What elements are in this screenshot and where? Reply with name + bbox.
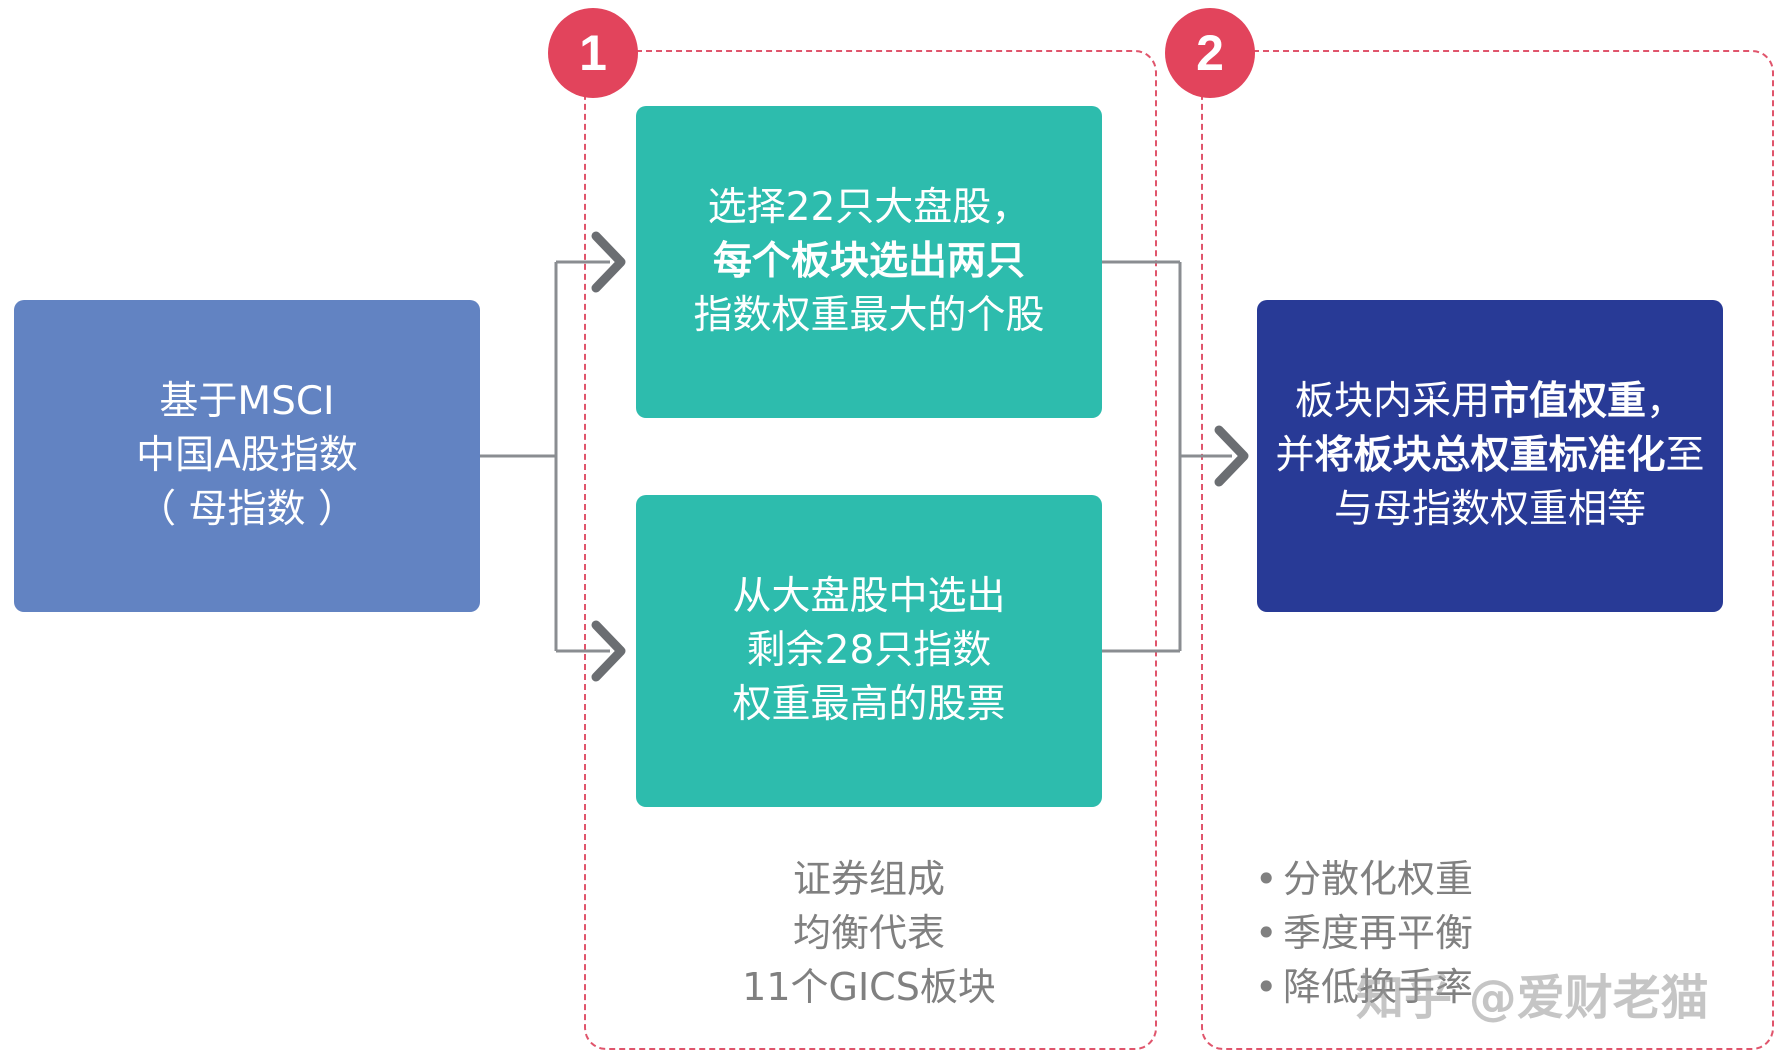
select-bottom-box: 从大盘股中选出 剩余28只指数 权重最高的股票 xyxy=(636,495,1102,807)
result-line-3: 与母指数权重相等 xyxy=(1333,487,1646,532)
select-top-line-1: 选择22只大盘股， xyxy=(707,185,1031,230)
bullet-icon: • xyxy=(1255,965,1278,1009)
source-line-3: （ 母指数 ） xyxy=(137,487,357,532)
step2-feature-list: •分散化权重 •季度再平衡 •降低换手率 xyxy=(1255,852,1473,1014)
feature-label: 分散化权重 xyxy=(1283,857,1474,901)
result-line-1-bold: 市值权重 xyxy=(1489,379,1646,424)
result-line-2-tail: 至 xyxy=(1665,433,1705,478)
feature-label: 季度再平衡 xyxy=(1283,911,1474,955)
source-index-box: 基于MSCI 中国A股指数 （ 母指数 ） xyxy=(14,300,480,612)
feature-item: •分散化权重 xyxy=(1255,852,1473,906)
step1-caption: 证券组成 均衡代表 11个GICS板块 xyxy=(636,852,1102,1014)
arrow-head-select-bottom xyxy=(591,620,626,682)
caption-line-2: 均衡代表 xyxy=(792,911,945,955)
caption-line-3: 11个GICS板块 xyxy=(742,965,996,1009)
result-line-2-bold: 将板块总权重标准化 xyxy=(1314,433,1666,478)
result-weighting-box: 板块内采用市值权重， 并将板块总权重标准化至 与母指数权重相等 xyxy=(1257,300,1723,612)
arrow-head-result xyxy=(1214,425,1249,487)
feature-item: •季度再平衡 xyxy=(1255,906,1473,960)
source-line-2: 中国A股指数 xyxy=(136,433,358,478)
select-top-box: 选择22只大盘股， 每个板块选出两只 指数权重最大的个股 xyxy=(636,106,1102,418)
feature-item: •降低换手率 xyxy=(1255,960,1473,1014)
result-line-2-plain: 并 xyxy=(1275,433,1315,478)
step1-badge: 1 xyxy=(548,8,638,98)
result-line-1-plain: 板块内采用 xyxy=(1294,379,1490,424)
select-bottom-line-2: 剩余28只指数 xyxy=(746,628,992,673)
select-bottom-line-3: 权重最高的股票 xyxy=(732,682,1006,727)
bullet-icon: • xyxy=(1255,911,1278,955)
select-top-line-3: 指数权重最大的个股 xyxy=(693,293,1045,338)
result-line-1: 板块内采用市值权重， xyxy=(1295,375,1685,429)
step2-group-frame xyxy=(1201,50,1774,1050)
select-bottom-line-1: 从大盘股中选出 xyxy=(732,574,1006,619)
result-line-1-tail: ， xyxy=(1646,379,1686,424)
feature-label: 降低换手率 xyxy=(1283,965,1474,1009)
watermark: 知乎 @爱财老猫 xyxy=(1356,970,1709,1026)
result-line-2: 并将板块总权重标准化至 xyxy=(1275,429,1704,483)
step2-badge: 2 xyxy=(1165,8,1255,98)
select-top-line-2-bold: 每个板块选出两只 xyxy=(712,239,1025,284)
arrow-head-select-top xyxy=(591,231,626,293)
caption-line-1: 证券组成 xyxy=(792,857,945,901)
step1-group-frame xyxy=(584,50,1157,1050)
source-line-1: 基于MSCI xyxy=(159,379,335,424)
bullet-icon: • xyxy=(1255,857,1278,901)
